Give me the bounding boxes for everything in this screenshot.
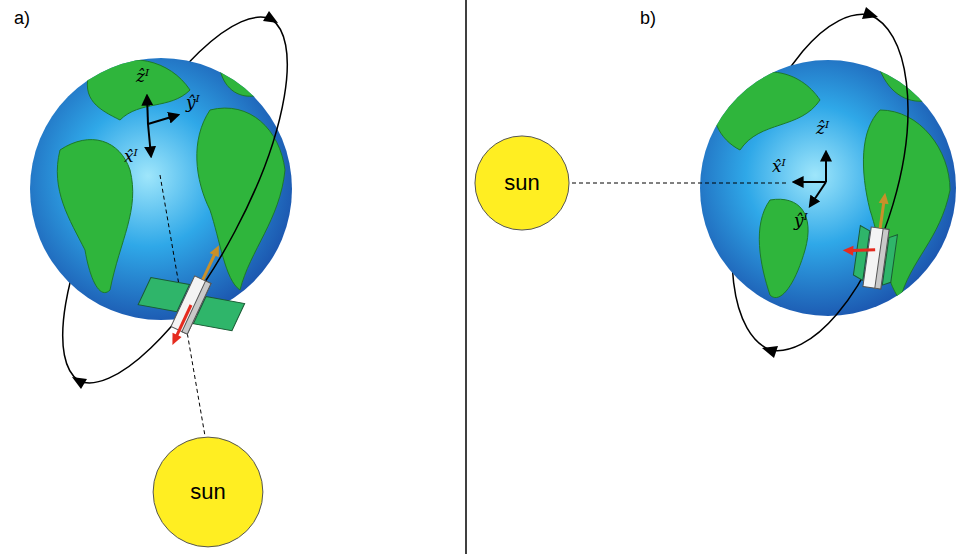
satellite <box>838 188 903 290</box>
axes <box>147 96 178 156</box>
panel-divider <box>465 0 467 554</box>
sun-circle: sun <box>474 135 570 231</box>
orbit-front <box>770 15 908 351</box>
axis-label: ẑᴵ <box>816 118 829 138</box>
satellite <box>129 225 262 365</box>
orbit-arrowhead <box>263 11 278 23</box>
axis-label: x̂ᴵ <box>124 146 138 166</box>
panel-label: b) <box>640 8 656 29</box>
orbit-arrowhead <box>862 7 878 19</box>
earth-globe <box>700 60 956 316</box>
sun-line <box>572 183 786 184</box>
axis-label: ŷᴵ <box>794 210 808 230</box>
sun-circle: sun <box>152 436 264 548</box>
axes <box>794 152 826 206</box>
sun-label: sun <box>190 479 225 505</box>
axis-label: ẑᴵ <box>136 66 149 86</box>
axis-label: x̂ᴵ <box>772 156 786 176</box>
panel-label: a) <box>14 8 30 29</box>
axis-label: ŷᴵ <box>186 92 200 112</box>
orbit-arrowhead <box>72 377 87 389</box>
orbit-arrowhead <box>762 346 778 358</box>
sun-label: sun <box>504 170 539 196</box>
orbit-front <box>79 19 287 383</box>
